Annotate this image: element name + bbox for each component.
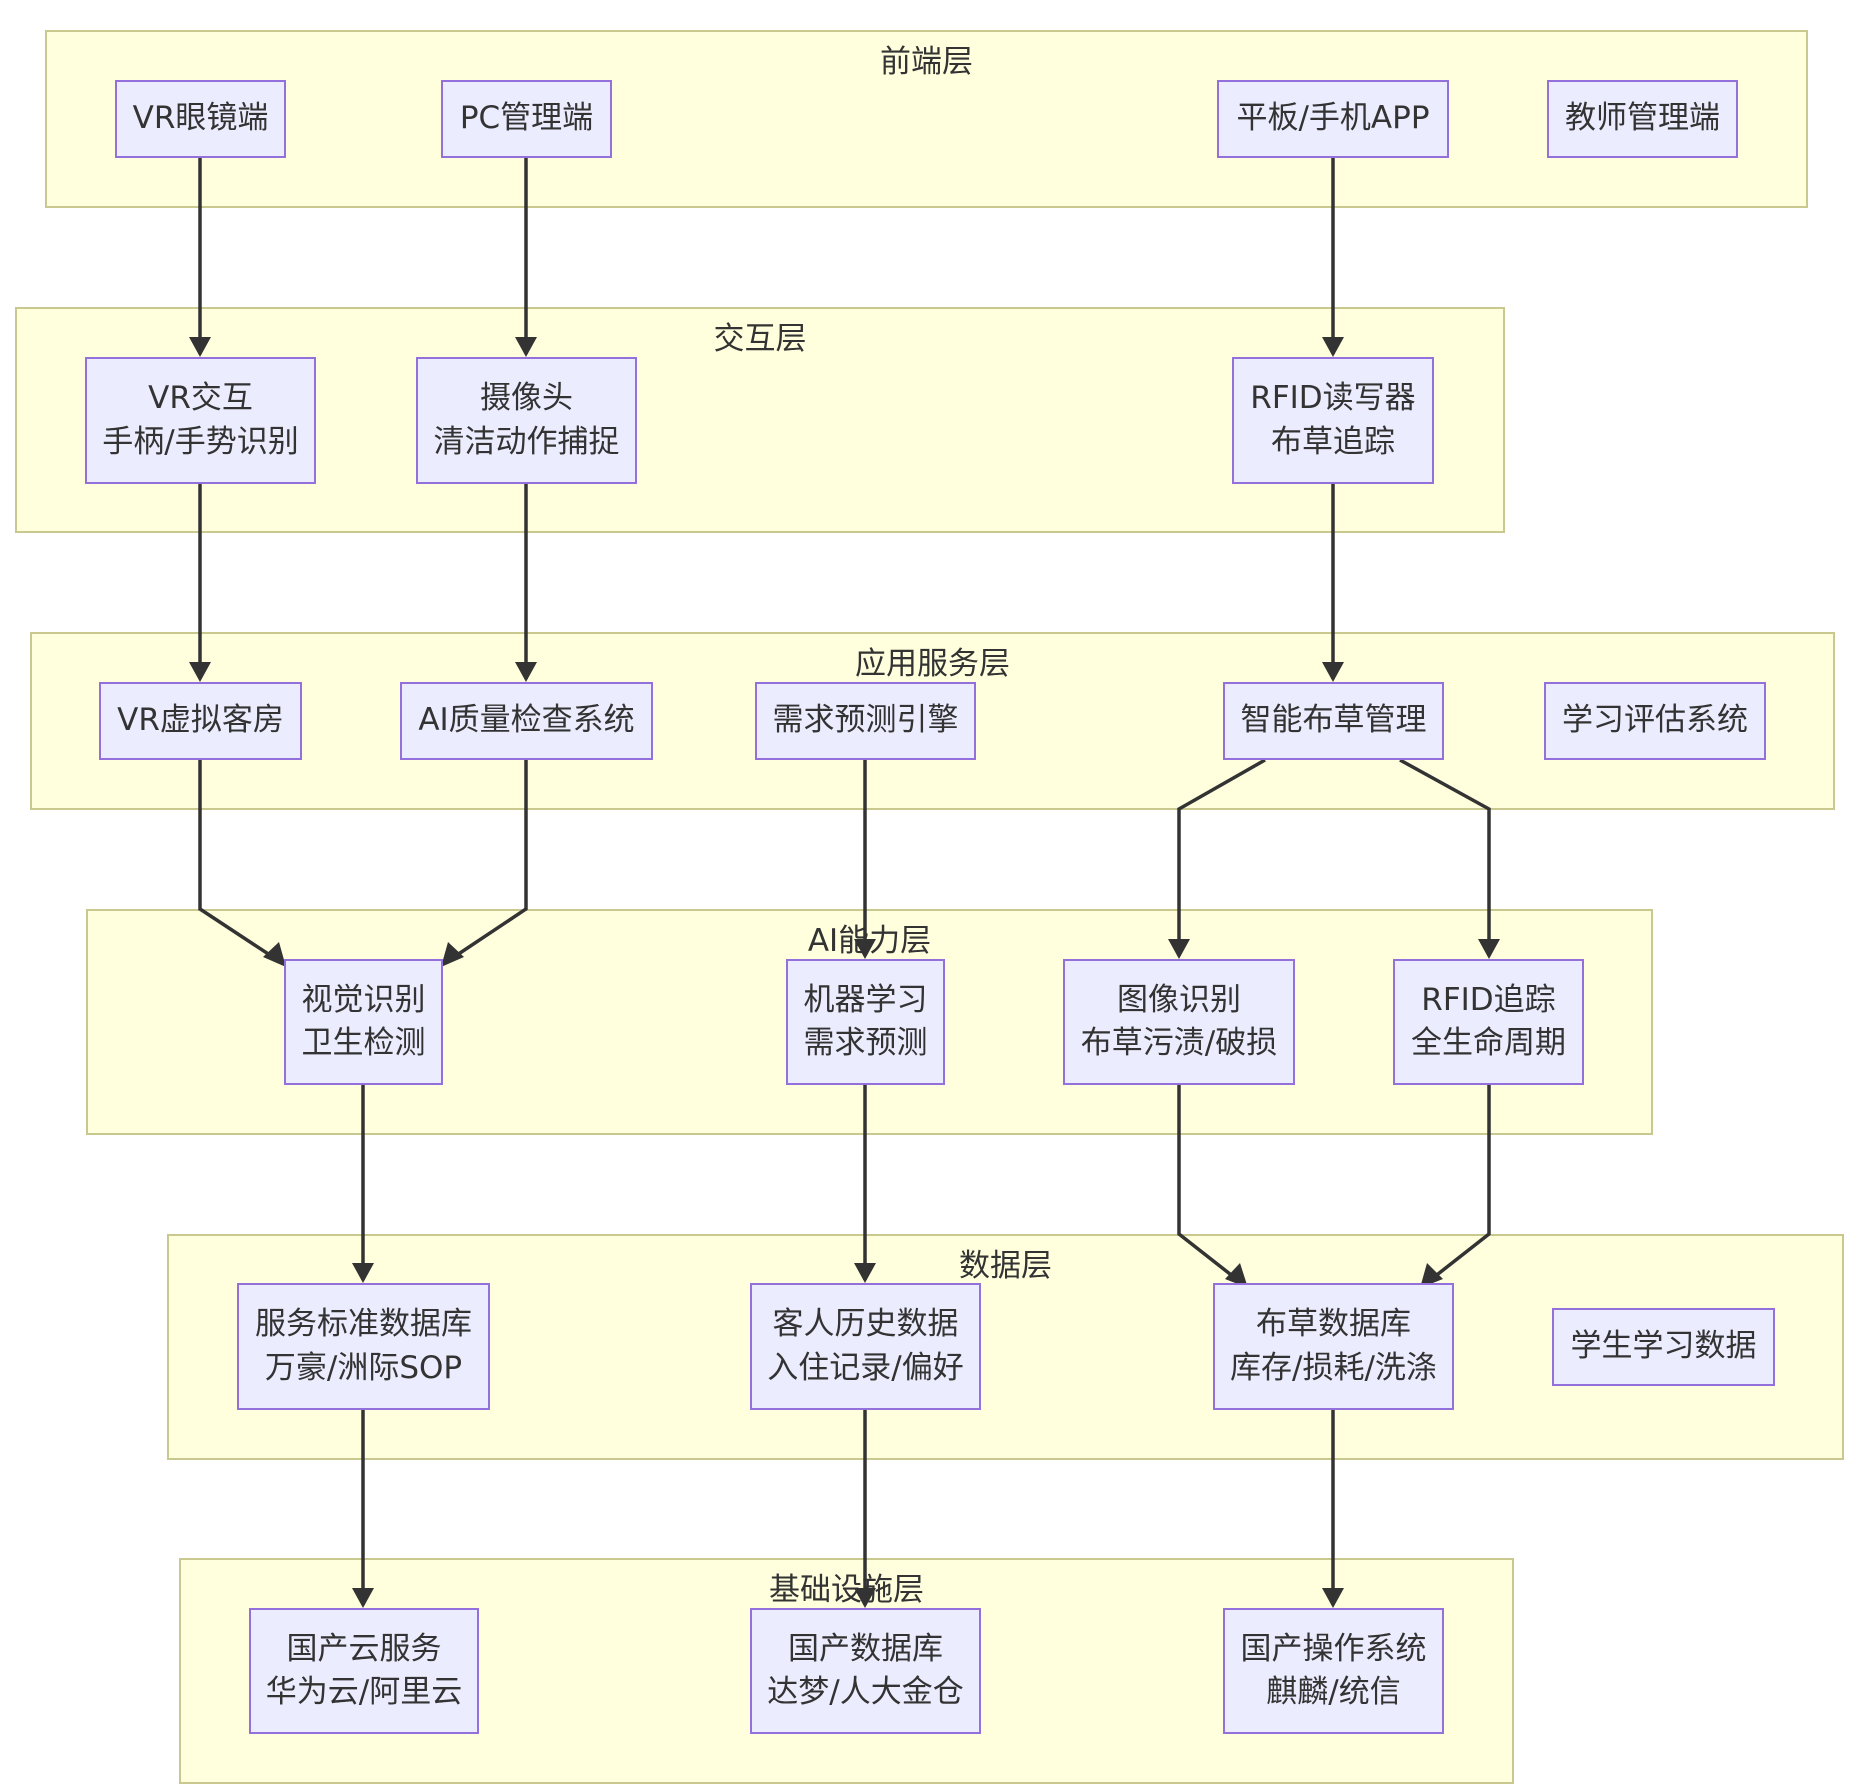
arrowhead-rfid-track bbox=[1478, 939, 1500, 959]
node-label-line1: RFID读写器 bbox=[1250, 380, 1416, 417]
arrowhead-vr-interaction bbox=[189, 337, 211, 357]
node-rfid-track: RFID追踪 全生命周期 bbox=[1393, 959, 1584, 1085]
node-label-line1: 图像识别 bbox=[1116, 981, 1241, 1018]
node-label: 教师管理端 bbox=[1565, 100, 1720, 137]
node-label-line2: 达梦/人大金仓 bbox=[767, 1674, 964, 1710]
node-label: 需求预测引擎 bbox=[772, 702, 959, 739]
node-label: 平板/手机APP bbox=[1236, 100, 1430, 137]
node-label: 智能布草管理 bbox=[1240, 702, 1427, 739]
arrowhead-ml bbox=[854, 939, 876, 959]
edge-linen-mgmt-to-rfid-track bbox=[1399, 758, 1491, 956]
node-label: VR眼镜端 bbox=[132, 100, 269, 137]
node-label-line1: 布草数据库 bbox=[1255, 1306, 1411, 1343]
node-cloud: 国产云服务 华为云/阿里云 bbox=[249, 1608, 479, 1734]
node-label-line2: 华为云/阿里云 bbox=[265, 1674, 463, 1710]
edge-rfid-track-to-linen-db bbox=[1422, 1085, 1491, 1287]
node-ai-quality: AI质量检查系统 bbox=[400, 682, 653, 760]
node-linen-mgmt: 智能布草管理 bbox=[1223, 682, 1444, 760]
node-guest-db: 客人历史数据 入住记录/偏好 bbox=[750, 1283, 981, 1410]
node-label-line2: 万豪/洲际SOP bbox=[264, 1349, 463, 1386]
node-teacher-admin: 教师管理端 bbox=[1547, 80, 1738, 158]
layer-title-infra: 基础设施层 bbox=[769, 1572, 924, 1608]
node-learning-eval: 学习评估系统 bbox=[1544, 682, 1766, 760]
node-label: 学生学习数据 bbox=[1570, 1328, 1757, 1365]
node-label-line2: 库存/损耗/洗涤 bbox=[1230, 1349, 1437, 1386]
arrowhead-linen-db-right bbox=[1420, 1263, 1443, 1288]
node-ml: 机器学习 需求预测 bbox=[786, 959, 945, 1085]
node-label-line1: VR交互 bbox=[148, 380, 253, 417]
node-label-line2: 卫生检测 bbox=[301, 1025, 426, 1061]
node-label-line2: 全生命周期 bbox=[1411, 1025, 1566, 1061]
node-label-line2: 手柄/手势识别 bbox=[102, 423, 299, 460]
arrowhead-rfid-rw bbox=[1322, 337, 1344, 357]
edge-ai-quality-to-visual-recog bbox=[444, 760, 528, 965]
node-label-line1: 国产云服务 bbox=[286, 1630, 442, 1667]
node-label-line1: 摄像头 bbox=[480, 380, 573, 417]
arrowhead-service-db bbox=[352, 1263, 374, 1283]
node-vr-room: VR虚拟客房 bbox=[99, 682, 302, 760]
arrowhead-image-recog bbox=[1168, 939, 1190, 959]
arrowhead-cloud bbox=[352, 1588, 374, 1608]
node-demand-engine: 需求预测引擎 bbox=[755, 682, 976, 760]
edge-linen-mgmt-to-image-recog bbox=[1177, 758, 1266, 956]
layer-title-frontend: 前端层 bbox=[880, 44, 973, 80]
arrowhead-database bbox=[854, 1588, 876, 1608]
node-label-line1: 国产操作系统 bbox=[1240, 1630, 1427, 1667]
node-database: 国产数据库 达梦/人大金仓 bbox=[750, 1608, 981, 1734]
node-label-line1: RFID追踪 bbox=[1421, 981, 1556, 1018]
node-pc-admin: PC管理端 bbox=[441, 80, 612, 158]
node-tablet-app: 平板/手机APP bbox=[1217, 80, 1449, 158]
arrowhead-vr-room bbox=[189, 662, 211, 682]
arrowhead-linen-db-left bbox=[1225, 1263, 1248, 1288]
node-label: PC管理端 bbox=[459, 100, 594, 137]
node-student-db: 学生学习数据 bbox=[1552, 1308, 1775, 1386]
node-vr-interaction: VR交互 手柄/手势识别 bbox=[85, 357, 316, 484]
node-label-line1: 服务标准数据库 bbox=[255, 1306, 472, 1343]
arrowhead-visual-recog-left bbox=[263, 942, 286, 967]
node-label-line2: 需求预测 bbox=[803, 1025, 928, 1061]
node-label-line2: 清洁动作捕捉 bbox=[433, 423, 620, 460]
node-camera: 摄像头 清洁动作捕捉 bbox=[416, 357, 637, 484]
arrowhead-guest-db bbox=[854, 1263, 876, 1283]
node-label-line2: 布草污渍/破损 bbox=[1080, 1025, 1278, 1061]
arrowhead-linen-mgmt bbox=[1322, 662, 1344, 682]
node-image-recog: 图像识别 布草污渍/破损 bbox=[1063, 959, 1295, 1085]
layer-title-data: 数据层 bbox=[959, 1248, 1052, 1284]
node-os: 国产操作系统 麒麟/统信 bbox=[1223, 1608, 1444, 1734]
node-label-line2: 布草追踪 bbox=[1270, 423, 1395, 460]
node-rfid-rw: RFID读写器 布草追踪 bbox=[1232, 357, 1434, 484]
arrowhead-os bbox=[1322, 1588, 1344, 1608]
node-label: VR虚拟客房 bbox=[117, 702, 284, 739]
arrowhead-ai-quality bbox=[515, 662, 537, 682]
node-vr-glasses: VR眼镜端 bbox=[115, 80, 286, 158]
arrowhead-visual-recog-right bbox=[441, 942, 464, 967]
node-label-line1: 国产数据库 bbox=[787, 1630, 943, 1667]
node-service-db: 服务标准数据库 万豪/洲际SOP bbox=[237, 1283, 490, 1410]
layer-title-app-service: 应用服务层 bbox=[855, 646, 1010, 682]
node-label-line1: 机器学习 bbox=[803, 981, 928, 1018]
node-label-line2: 麒麟/统信 bbox=[1266, 1674, 1401, 1710]
node-linen-db: 布草数据库 库存/损耗/洗涤 bbox=[1213, 1283, 1454, 1410]
node-label: AI质量检查系统 bbox=[418, 702, 635, 739]
node-visual-recog: 视觉识别 卫生检测 bbox=[284, 959, 443, 1085]
edge-vr-room-to-visual-recog bbox=[198, 760, 283, 965]
node-label: 学习评估系统 bbox=[1562, 702, 1748, 739]
edge-image-recog-to-linen-db bbox=[1177, 1085, 1246, 1287]
node-label-line1: 客人历史数据 bbox=[772, 1306, 959, 1343]
node-label-line2: 入住记录/偏好 bbox=[767, 1349, 964, 1386]
node-label-line1: 视觉识别 bbox=[301, 981, 426, 1018]
layer-title-interaction: 交互层 bbox=[713, 321, 807, 357]
layer-frontend: 前端层 bbox=[45, 30, 1808, 208]
arrowhead-camera bbox=[515, 337, 537, 357]
